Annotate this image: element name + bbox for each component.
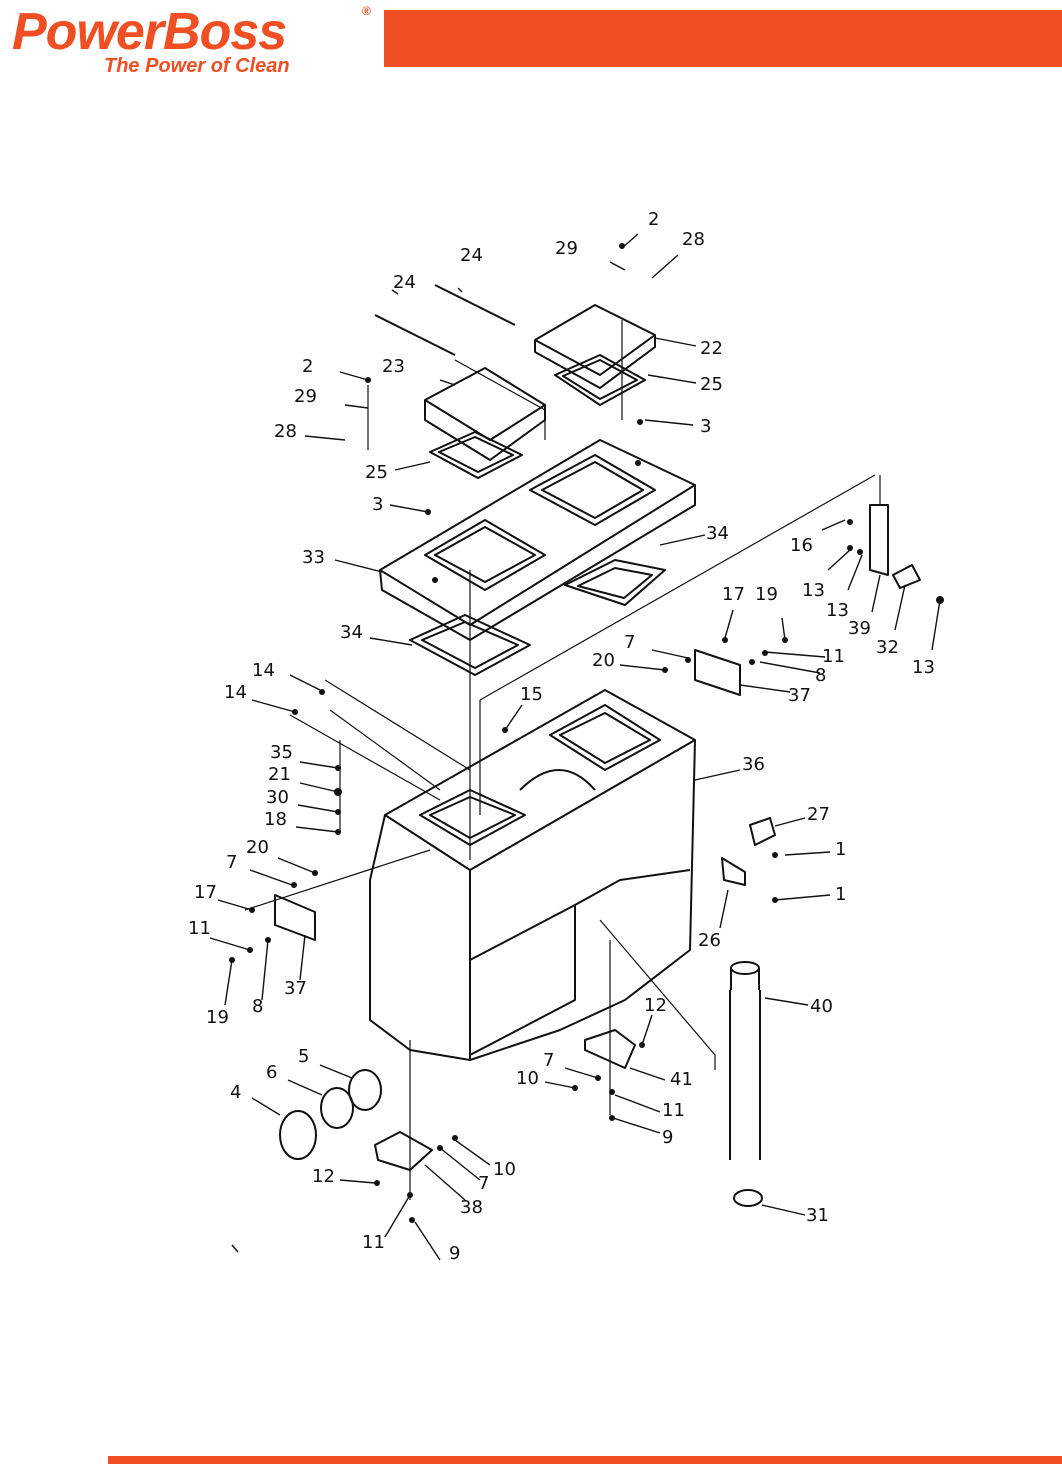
callout-12: 12: [644, 995, 667, 1016]
callout-20b: 20: [246, 837, 269, 858]
callout-25: 25: [700, 374, 723, 395]
callout-20: 20: [592, 650, 615, 671]
callout-23: 23: [382, 356, 405, 377]
callout-14: 14: [252, 660, 275, 681]
bracket-38: [374, 1131, 433, 1171]
brand-tagline: The Power of Clean: [104, 55, 290, 77]
bracket-37-right: [694, 649, 741, 696]
callout-27: 27: [807, 804, 830, 825]
gasket-25-left: [429, 431, 523, 479]
footer-bar: [108, 1456, 1062, 1464]
callout-9: 9: [662, 1127, 673, 1148]
callout-8: 8: [815, 665, 826, 686]
callout-5: 5: [298, 1046, 309, 1067]
callout-16: 16: [790, 535, 813, 556]
callout-9b: 9: [449, 1243, 460, 1264]
gasket-6: [320, 1087, 354, 1129]
callout-19b: 19: [206, 1007, 229, 1028]
callout-28b: 28: [274, 421, 297, 442]
callout-22: 22: [700, 338, 723, 359]
lid-23: [424, 367, 546, 441]
callout-2b: 2: [302, 356, 313, 377]
callout-2: 2: [648, 209, 659, 230]
rod-24-right: [434, 284, 516, 326]
callout-17b: 17: [194, 882, 217, 903]
callout-11d: 11: [362, 1232, 385, 1253]
callout-6: 6: [266, 1062, 277, 1083]
callout-33: 33: [302, 547, 325, 568]
callout-18: 18: [264, 809, 287, 830]
clamp-31: [733, 1189, 763, 1207]
bracket-37-left: [274, 894, 316, 941]
lid-22: [534, 304, 656, 376]
callout-37b: 37: [284, 978, 307, 999]
callout-7d: 7: [478, 1173, 489, 1194]
callout-11b: 11: [188, 918, 211, 939]
callout-10b: 10: [493, 1159, 516, 1180]
callout-24: 24: [460, 245, 483, 266]
callout-28: 28: [682, 229, 705, 250]
callout-13b: 13: [826, 600, 849, 621]
callout-7c: 7: [543, 1050, 554, 1071]
registered-mark: ®: [362, 4, 371, 18]
callout-37: 37: [788, 685, 811, 706]
callout-3b: 3: [372, 494, 383, 515]
rod-24-left: [374, 314, 456, 356]
bracket-26: [721, 857, 746, 886]
cap-4: [279, 1110, 317, 1160]
callout-11c: 11: [662, 1100, 685, 1121]
callout-17: 17: [722, 584, 745, 605]
callout-13: 13: [802, 580, 825, 601]
callout-1: 1: [835, 839, 846, 860]
callout-35: 35: [270, 742, 293, 763]
callout-3: 3: [700, 416, 711, 437]
callout-1b: 1: [835, 884, 846, 905]
screen-5: [348, 1069, 382, 1111]
seal-34-left: [409, 614, 531, 676]
switch-32: [892, 564, 921, 589]
callout-14b: 14: [224, 682, 247, 703]
callout-21: 21: [268, 764, 291, 785]
callout-7: 7: [624, 632, 635, 653]
seal-34-right: [564, 559, 666, 606]
callout-24b: 24: [393, 272, 416, 293]
callout-36: 36: [742, 754, 765, 775]
callout-40: 40: [810, 996, 833, 1017]
brand-name: PowerBoss: [12, 3, 287, 61]
callout-31: 31: [806, 1205, 829, 1226]
callout-15: 15: [520, 684, 543, 705]
hose-40: [729, 990, 761, 1160]
callout-38: 38: [460, 1197, 483, 1218]
brand-logo: PowerBoss ® The Power of Clean: [12, 4, 380, 78]
callout-41: 41: [670, 1069, 693, 1090]
bracket-39: [869, 504, 889, 576]
callout-11: 11: [822, 646, 845, 667]
callout-26: 26: [698, 930, 721, 951]
header-bar: [384, 10, 1062, 67]
callout-13c: 13: [912, 657, 935, 678]
callout-30: 30: [266, 787, 289, 808]
exploded-parts-diagram: 1 1 2 2 3 3 4 5 6 7 7 7 7 8 8 9 9 10 10 …: [188, 209, 944, 1264]
callout-34b: 34: [340, 622, 363, 643]
callout-12b: 12: [312, 1166, 335, 1187]
callout-7b: 7: [226, 852, 237, 873]
callout-19: 19: [755, 584, 778, 605]
callout-32: 32: [876, 637, 899, 658]
callout-10: 10: [516, 1068, 539, 1089]
callout-29b: 29: [294, 386, 317, 407]
callout-25b: 25: [365, 462, 388, 483]
bracket-27: [749, 817, 776, 846]
callout-8b: 8: [252, 996, 263, 1017]
callout-34: 34: [706, 523, 729, 544]
tank-36: [384, 689, 696, 871]
callout-39: 39: [848, 618, 871, 639]
callout-29: 29: [555, 238, 578, 259]
gasket-25-right: [554, 354, 646, 406]
callout-4: 4: [230, 1082, 241, 1103]
